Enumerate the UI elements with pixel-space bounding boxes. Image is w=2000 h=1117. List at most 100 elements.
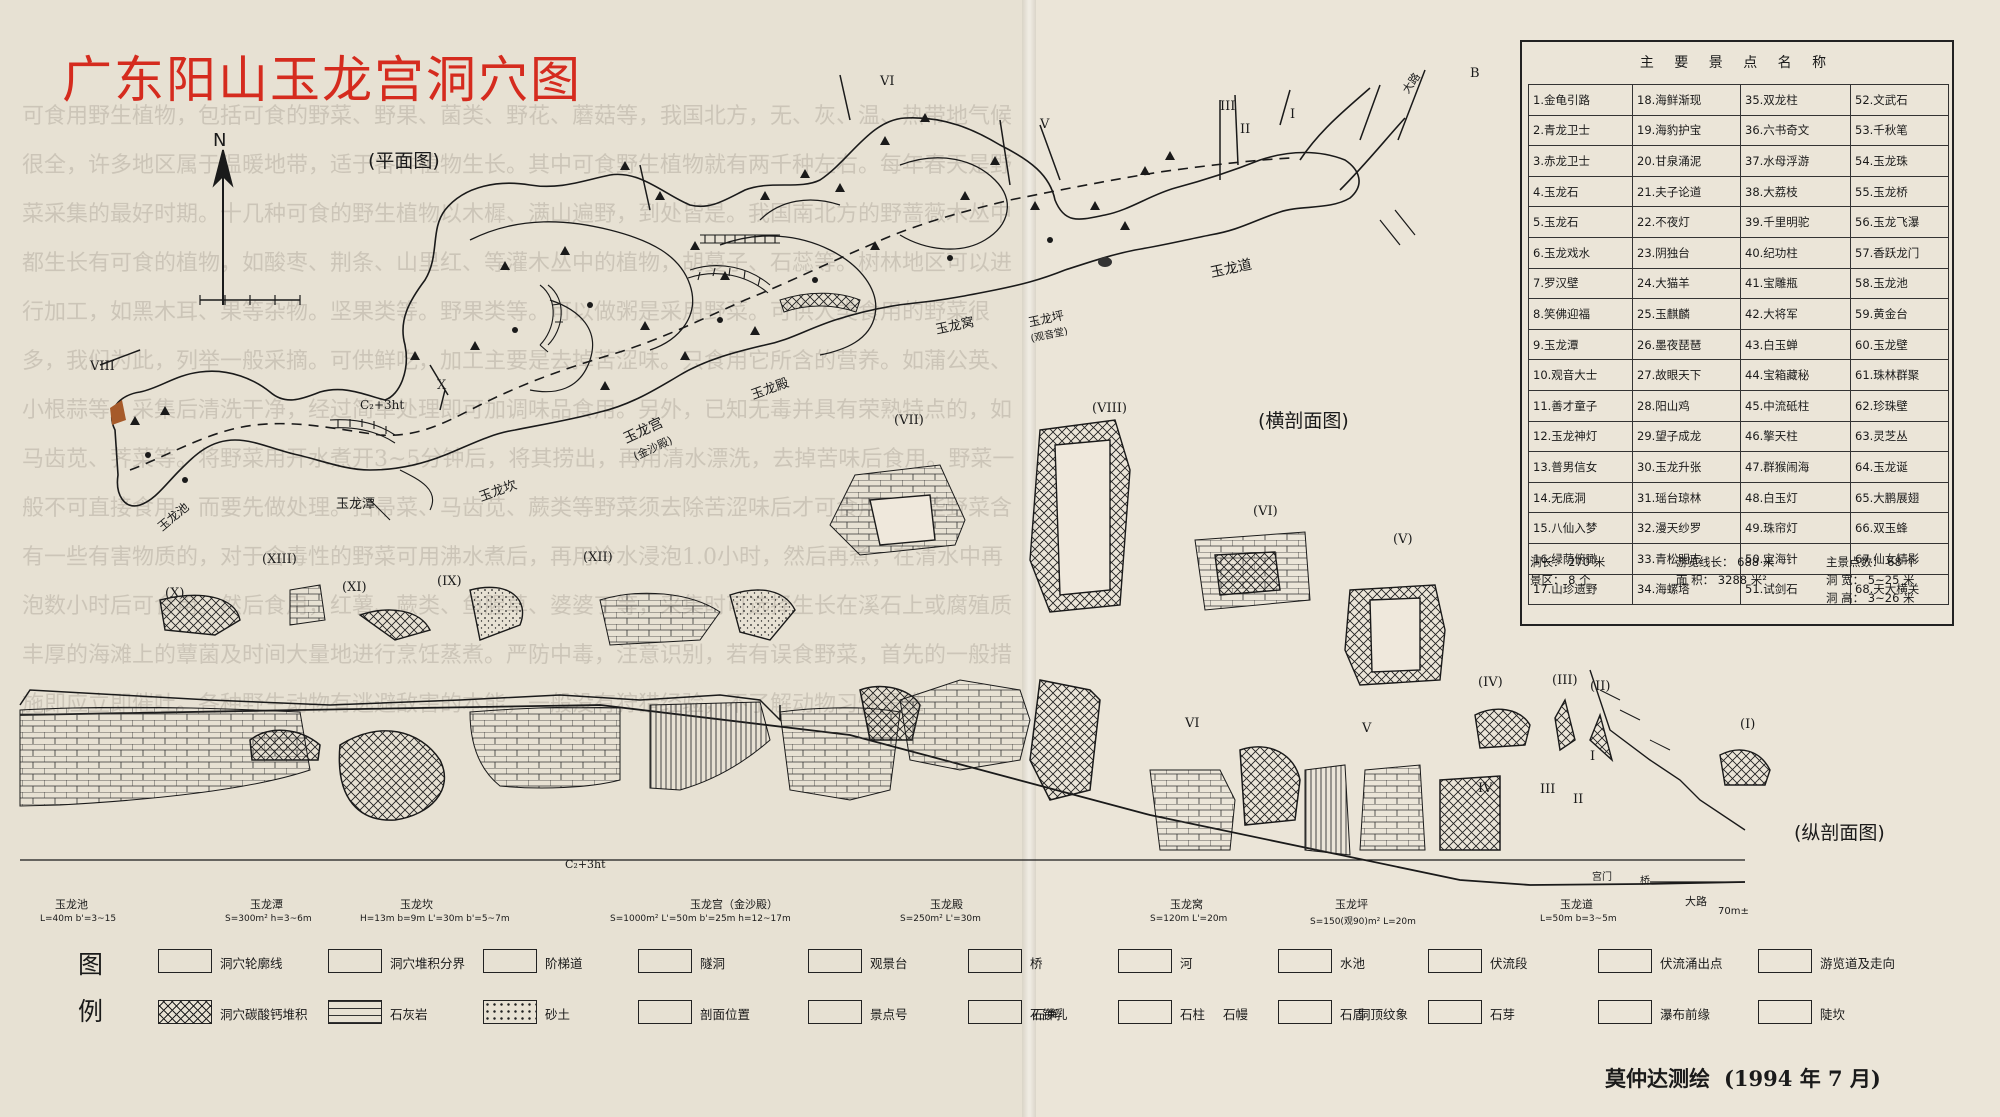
spot-cell: 21.夫子论道 bbox=[1632, 175, 1741, 208]
svg-text:(VII): (VII) bbox=[894, 413, 924, 428]
spot-cell: 26.墨夜琵琶 bbox=[1632, 328, 1741, 361]
stat-height: 洞 高： 3~26 米 bbox=[1826, 591, 1915, 605]
spot-cell: 39.千里明驼 bbox=[1740, 206, 1851, 238]
legend-label: 洞穴碳酸钙堆积 bbox=[220, 1007, 308, 1022]
spot-cell: 54.玉龙珠 bbox=[1850, 145, 1949, 177]
spot-cell: 50.定海针 bbox=[1740, 542, 1851, 575]
svg-text:VI: VI bbox=[1184, 716, 1200, 731]
stat-area: 面 积： 3288 米² bbox=[1676, 573, 1767, 587]
segment-dims: L=50m b=3~5m bbox=[1540, 914, 1617, 924]
spot-cell: 66.双玉蜂 bbox=[1850, 512, 1949, 544]
segment-name: 玉龙池 bbox=[55, 898, 88, 911]
longitudinal-profile bbox=[19, 669, 1746, 886]
label-geology: C₂+3ht bbox=[360, 398, 405, 412]
spot-cell: 34.海螺塔 bbox=[1632, 573, 1741, 606]
tour-route bbox=[129, 157, 1291, 471]
cave-outline bbox=[111, 117, 1360, 507]
segment-dims: S=1000m² L'=50m b'=25m h=12~17m bbox=[610, 914, 791, 924]
spot-cell: 8.笑佛迎福 bbox=[1528, 298, 1633, 330]
spot-cell: 65.大鹏展翅 bbox=[1850, 481, 1949, 514]
segment-dims: S=300m² h=3~6m bbox=[225, 914, 312, 924]
stat-main-spots: 主景点数： 68 个 bbox=[1826, 555, 1917, 569]
spot-cell: 52.文武石 bbox=[1850, 84, 1949, 116]
spot-cell: 38.大荔枝 bbox=[1740, 175, 1851, 208]
segment-name: 玉龙坎 bbox=[400, 898, 433, 911]
map-title: 广东阳山玉龙宫洞穴图 bbox=[62, 51, 582, 109]
spot-cell: 17.山珍遗野 bbox=[1528, 573, 1633, 606]
svg-text:(XIII): (XIII) bbox=[262, 552, 297, 567]
spot-cell: 20.甘泉涌泥 bbox=[1632, 145, 1741, 177]
spot-cell: 1.金龟引路 bbox=[1528, 84, 1633, 116]
spot-cell: 40.纪功柱 bbox=[1740, 236, 1851, 269]
svg-text:(XII): (XII) bbox=[583, 550, 613, 565]
legend-label: 陡坎 bbox=[1820, 1007, 1846, 1022]
spot-cell: 46.擎天柱 bbox=[1740, 420, 1851, 453]
spot-cell: 41.宝雕瓶 bbox=[1740, 267, 1851, 300]
svg-text:B: B bbox=[1470, 66, 1480, 81]
spot-cell: 3.赤龙卫士 bbox=[1528, 145, 1633, 177]
spot-cell: 29.望子成龙 bbox=[1632, 420, 1741, 453]
svg-text:(I): (I) bbox=[1740, 717, 1755, 732]
legend-swatch bbox=[328, 1000, 382, 1024]
svg-text:(II): (II) bbox=[1590, 679, 1610, 694]
segment-dims: S=150(观90)m² L=20m bbox=[1310, 917, 1416, 927]
legend-label: 游览道及走向 bbox=[1820, 956, 1896, 971]
legend-swatch bbox=[1118, 949, 1172, 973]
segment-name: 玉龙宫（金沙殿） bbox=[690, 898, 778, 911]
spot-cell: 11.善才童子 bbox=[1528, 389, 1633, 422]
legend-swatch bbox=[638, 1000, 692, 1024]
svg-text:(XI): (XI) bbox=[342, 580, 367, 595]
spot-cell: 55.玉龙桥 bbox=[1850, 175, 1949, 208]
spot-cell: 5.玉龙石 bbox=[1528, 206, 1633, 238]
long-geology: C₂+3ht bbox=[565, 858, 606, 871]
long-gate: 宫门 bbox=[1592, 872, 1612, 883]
segment-dims: S=120m L'=20m bbox=[1150, 914, 1228, 924]
legend-label: 石芽 bbox=[1490, 1007, 1516, 1022]
svg-text:II: II bbox=[1573, 792, 1583, 807]
legend-swatch bbox=[1118, 1000, 1172, 1024]
spot-cell: 58.玉龙池 bbox=[1850, 267, 1949, 300]
svg-text:(VIII): (VIII) bbox=[1092, 401, 1127, 416]
legend-swatch bbox=[808, 949, 862, 973]
north-arrow bbox=[199, 149, 301, 305]
legend-swatch bbox=[1598, 949, 1652, 973]
svg-text:VI: VI bbox=[879, 74, 895, 89]
segment-dims: L=40m b'=3~15 bbox=[40, 914, 117, 924]
spot-cell: 57.香跃龙门 bbox=[1850, 236, 1949, 269]
spot-cell: 42.大将军 bbox=[1740, 298, 1851, 330]
page-fold bbox=[1022, 0, 1036, 1117]
spot-cell: 64.玉龙诞 bbox=[1850, 451, 1949, 483]
spot-cell: 28.阳山鸡 bbox=[1632, 389, 1741, 422]
spot-cell: 63.灵芝丛 bbox=[1850, 420, 1949, 453]
legend-swatch bbox=[638, 949, 692, 973]
legend-label: 石钟乳 bbox=[1030, 1007, 1068, 1022]
legend-label: 景点号 bbox=[870, 1007, 908, 1022]
credit-author: 莫仲达测绘 bbox=[1605, 1066, 1710, 1091]
legend-label: 隧洞 bbox=[700, 956, 726, 971]
legend-label: 石灰岩 bbox=[390, 1007, 428, 1022]
spot-cell: 6.玉龙戏水 bbox=[1528, 236, 1633, 269]
spot-cell: 37.水母浮游 bbox=[1740, 145, 1851, 177]
legend-label: 洞穴轮廓线 bbox=[220, 956, 283, 971]
spot-cell: 13.普男信女 bbox=[1528, 451, 1633, 483]
legend-label: 河 bbox=[1180, 956, 1193, 971]
stat-length: 洞长： 270 米 bbox=[1530, 555, 1606, 569]
svg-text:III: III bbox=[1220, 99, 1235, 114]
legend-swatch bbox=[158, 1000, 212, 1024]
spot-cell: 51.试剑石 bbox=[1740, 573, 1851, 606]
svg-text:II: II bbox=[1240, 122, 1250, 137]
map-page-left bbox=[0, 0, 1030, 1117]
legend-swatch bbox=[158, 949, 212, 973]
segment-name: 玉龙殿 bbox=[930, 898, 963, 911]
